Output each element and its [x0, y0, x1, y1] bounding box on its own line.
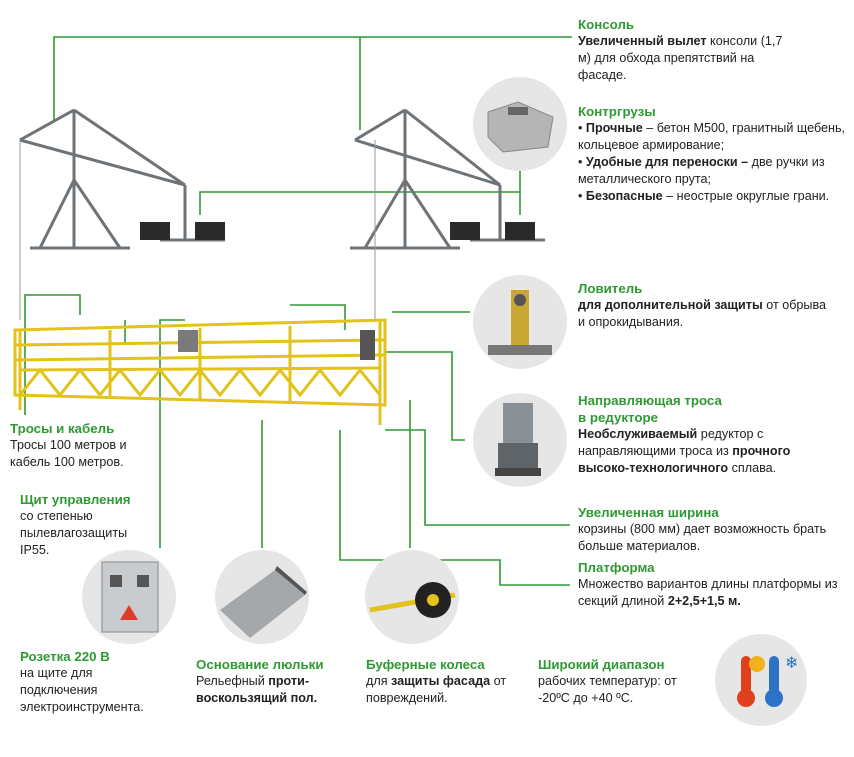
- leader-width: [385, 429, 570, 526]
- catcher-block: Ловитель для дополнительной защиты от об…: [578, 280, 828, 331]
- wheel-icon: [369, 582, 456, 618]
- temp-block: Широкий диапазон рабочих температур: от …: [538, 656, 703, 707]
- leader-rope-guide: [385, 351, 465, 441]
- wheels-title: Буферные колеса: [366, 657, 485, 672]
- counterweight-icon: [487, 101, 554, 153]
- svg-text:❄: ❄: [785, 653, 798, 672]
- floor-photo: [215, 550, 309, 644]
- rope-guide-block: Направляющая троса в редукторе Необслужи…: [578, 392, 838, 477]
- left-console: [19, 108, 225, 250]
- width-block: Увеличенная ширина корзины (800 мм) дает…: [578, 504, 828, 555]
- socket-title: Розетка 220 В: [20, 649, 110, 664]
- leader-ropes: [24, 294, 81, 415]
- floor-icon: [220, 566, 307, 638]
- catcher-photo: [473, 275, 567, 369]
- leader-panel: [159, 319, 185, 548]
- rope-guide-text: Необслуживаемый редуктор с направляющими…: [578, 427, 791, 475]
- thermometer-icon: ❄: [737, 653, 798, 707]
- catcher-text: для дополнительной защиты от обрыва и оп…: [578, 298, 827, 329]
- platform-text: Множество вариантов длины платформы из с…: [578, 577, 838, 608]
- console-title: Консоль: [578, 17, 635, 32]
- right-counterweights: [450, 222, 535, 240]
- console-block: Консоль Увеличенный вылет консоли (1,7 м…: [578, 16, 788, 84]
- cradle: [13, 318, 387, 425]
- wheels-text: для защиты фасада от повреждений.: [366, 674, 507, 705]
- panel-block: Щит управления со степенью пылевлагозащи…: [20, 491, 150, 559]
- base-text: Рельефный проти-воскользящий пол.: [196, 674, 318, 705]
- base-block: Основание люльки Рельефный проти-восколь…: [196, 656, 346, 707]
- ropes-block: Тросы и кабель Тросы 100 метров и кабель…: [10, 420, 150, 471]
- counterweights-title: Контргрузы: [578, 104, 656, 119]
- counterweight-photo: [473, 77, 567, 171]
- counterweights-item: • Безопасные – неострые округлые грани.: [578, 189, 830, 203]
- wheels-block: Буферные колеса для защиты фасада от пов…: [366, 656, 511, 707]
- cradle-hoist: [360, 330, 375, 360]
- control-panel-photo: [82, 550, 176, 644]
- temperature-photo: ❄: [715, 634, 807, 726]
- gearbox-photo: [473, 393, 567, 487]
- platform-title: Платформа: [578, 560, 655, 575]
- cradle-control-box: [178, 330, 198, 352]
- catcher-icon: [488, 290, 552, 355]
- temp-title: Широкий диапазон: [538, 657, 665, 672]
- temp-text: рабочих температур: от -20ºС до +40 ºС.: [538, 674, 677, 705]
- panel-text: со степенью пылевлагозащиты IP55.: [20, 509, 128, 557]
- gearbox-icon: [495, 403, 541, 476]
- counterweights-block: Контргрузы • Прочные – бетон М500, грани…: [578, 103, 850, 205]
- width-text: корзины (800 мм) дает возможность брать …: [578, 522, 827, 553]
- control-panel-icon: [101, 561, 159, 633]
- base-title: Основание люльки: [196, 657, 324, 672]
- catcher-title: Ловитель: [578, 281, 643, 296]
- leader-misc2: [290, 304, 346, 330]
- rope-guide-title: Направляющая троса: [578, 393, 722, 408]
- right-console: [350, 108, 545, 250]
- counterweights-item: • Удобные для переноски – две ручки из м…: [578, 155, 825, 186]
- socket-text: на щите для подключения электроинструмен…: [20, 666, 144, 714]
- leader-counterweights: [199, 150, 521, 215]
- leader-console: [53, 36, 572, 120]
- width-title: Увеличенная ширина: [578, 505, 719, 520]
- console-text: Увеличенный вылет консоли (1,7 м) для об…: [578, 34, 783, 82]
- ropes-text: Тросы 100 метров и кабель 100 метров.: [10, 438, 127, 469]
- counterweights-item: • Прочные – бетон М500, гранитный щебень…: [578, 121, 846, 152]
- platform-block: Платформа Множество вариантов длины плат…: [578, 559, 848, 610]
- wheels-photo: [365, 550, 459, 644]
- panel-title: Щит управления: [20, 492, 131, 507]
- left-counterweights: [140, 222, 225, 240]
- ropes-title: Тросы и кабель: [10, 421, 115, 436]
- socket-block: Розетка 220 В на щите для подключения эл…: [20, 648, 170, 716]
- leader-platform: [339, 430, 570, 586]
- rope-guide-title-2: в редукторе: [578, 410, 659, 425]
